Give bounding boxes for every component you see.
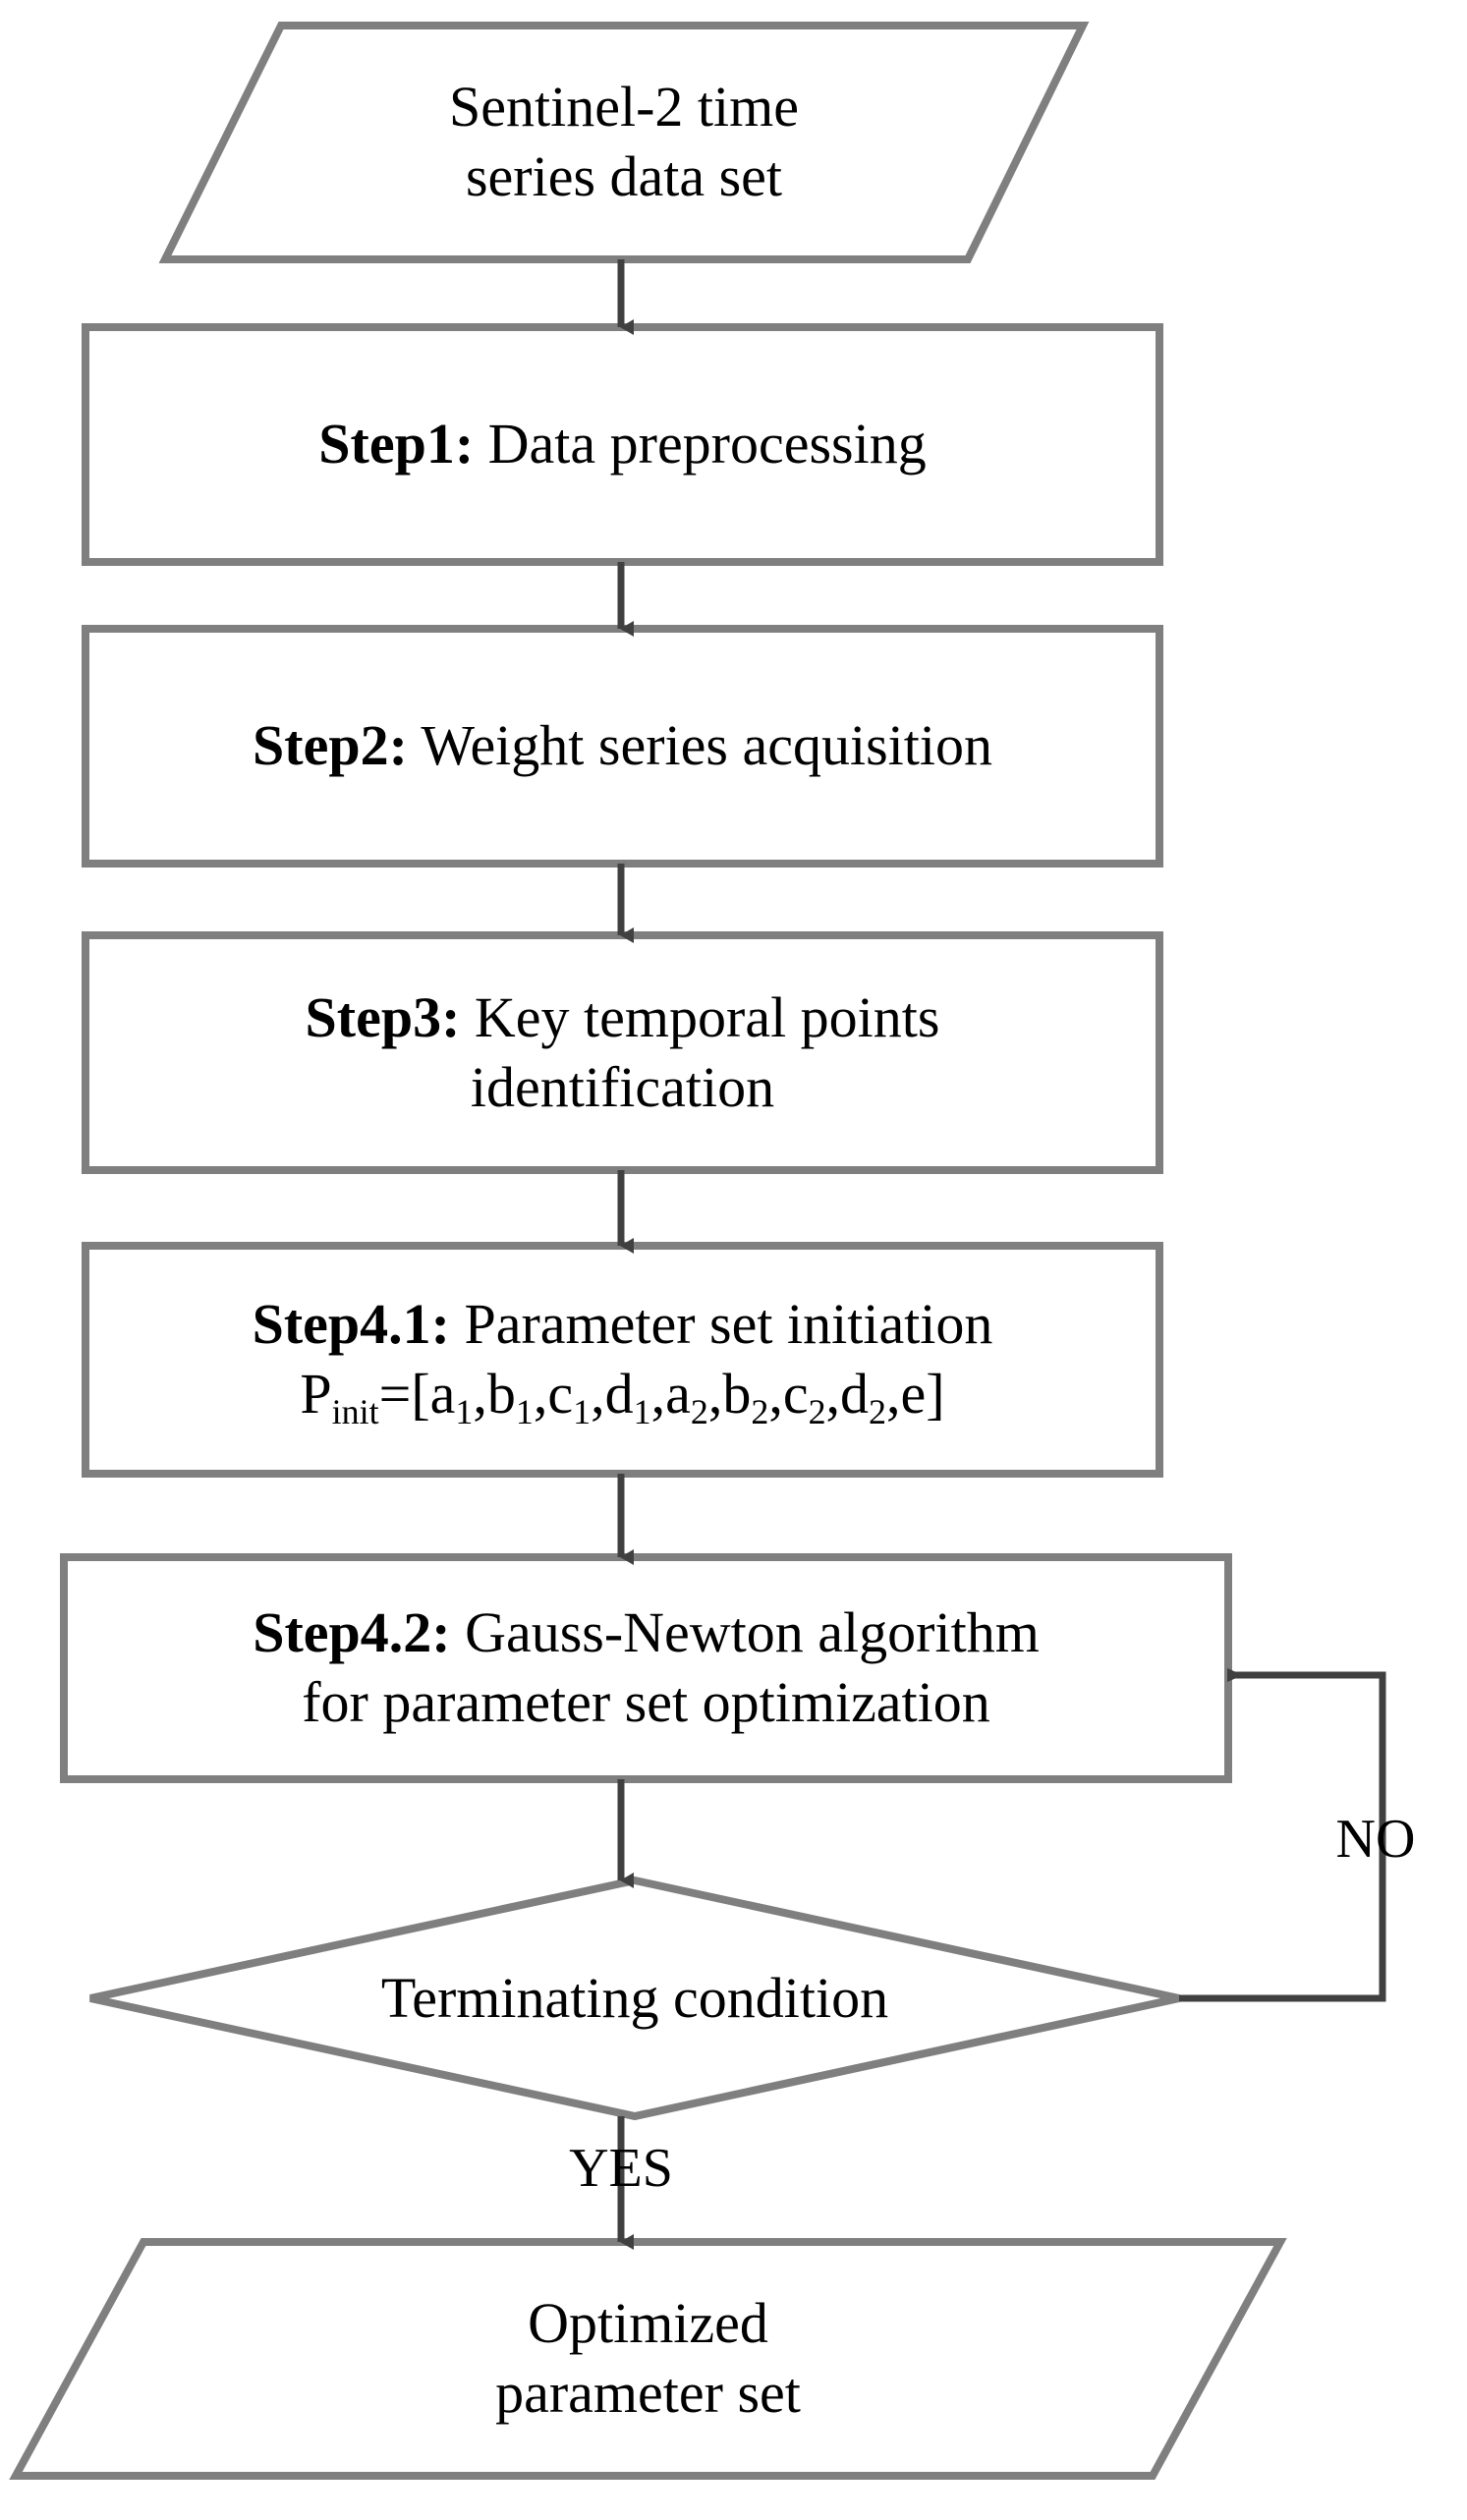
shape-step3: [82, 931, 1163, 1174]
shape-step4-2: [60, 1553, 1232, 1783]
step4-2-line-2: for parameter set optimization: [302, 1670, 990, 1734]
shape-output-data: [9, 2238, 1287, 2480]
step4-1-bold-prefix: Step4.1:: [252, 1292, 450, 1357]
step4-1-line-1: Parameter set initiation: [464, 1292, 993, 1357]
node-text-step3: Step3: Key temporal points identificatio…: [85, 935, 1159, 1170]
formula-expression: =[a1,b1,c1,d1,a2,b2,c2,d2,e]: [378, 1362, 945, 1431]
node-text-output-data: Optimized parameter set: [16, 2242, 1280, 2476]
step1-line-1: Data preprocessing: [487, 412, 927, 476]
shape-input-data: [158, 22, 1090, 263]
node-text-step4-2: Step4.2: Gauss-Newton algorithm for para…: [64, 1557, 1228, 1779]
step4-2-line-1: Gauss-Newton algorithm: [465, 1600, 1040, 1665]
edge-label-no: NO: [1335, 1809, 1416, 1870]
node-text-step2: Step2: Weight series acquisition: [85, 629, 1159, 864]
shape-step4-1: [82, 1242, 1163, 1478]
step4-1-formula: Pinit=[a1,b1,c1,d1,a2,b2,c2,d2,e]: [300, 1360, 944, 1429]
arrow-no-feedback-loop: [1179, 1668, 1386, 2002]
formula-subscript: init: [331, 1391, 379, 1431]
step4-2-bold-prefix: Step4.2:: [253, 1600, 451, 1665]
input-data-line-1: Sentinel-2 time: [449, 75, 799, 140]
step3-bold-prefix: Step3:: [305, 984, 461, 1049]
output-data-line-1: Optimized: [528, 2291, 768, 2356]
terminating-condition-line-1: Terminating condition: [380, 1965, 889, 2030]
output-data-line-2: parameter set: [495, 2361, 801, 2425]
step1-bold-prefix: Step1:: [318, 412, 475, 476]
edge-label-yes: YES: [569, 2138, 673, 2199]
step3-line-2: identification: [470, 1054, 775, 1119]
step3-line-1: Key temporal points: [474, 984, 940, 1049]
step2-bold-prefix: Step2:: [253, 713, 408, 778]
shape-terminating-condition: [89, 1876, 1180, 2121]
node-text-terminating-condition: Terminating condition: [90, 1880, 1179, 2116]
shape-step1: [82, 323, 1163, 566]
input-data-line-2: series data set: [465, 144, 783, 208]
node-text-step1: Step1: Data preprocessing: [85, 327, 1159, 562]
step2-line-1: Weight series acquisition: [421, 713, 992, 778]
node-text-input-data: Sentinel-2 time series data set: [165, 26, 1083, 259]
formula-symbol: P: [300, 1362, 332, 1426]
node-text-step4-1: Step4.1: Parameter set initiation Pinit=…: [85, 1246, 1159, 1474]
